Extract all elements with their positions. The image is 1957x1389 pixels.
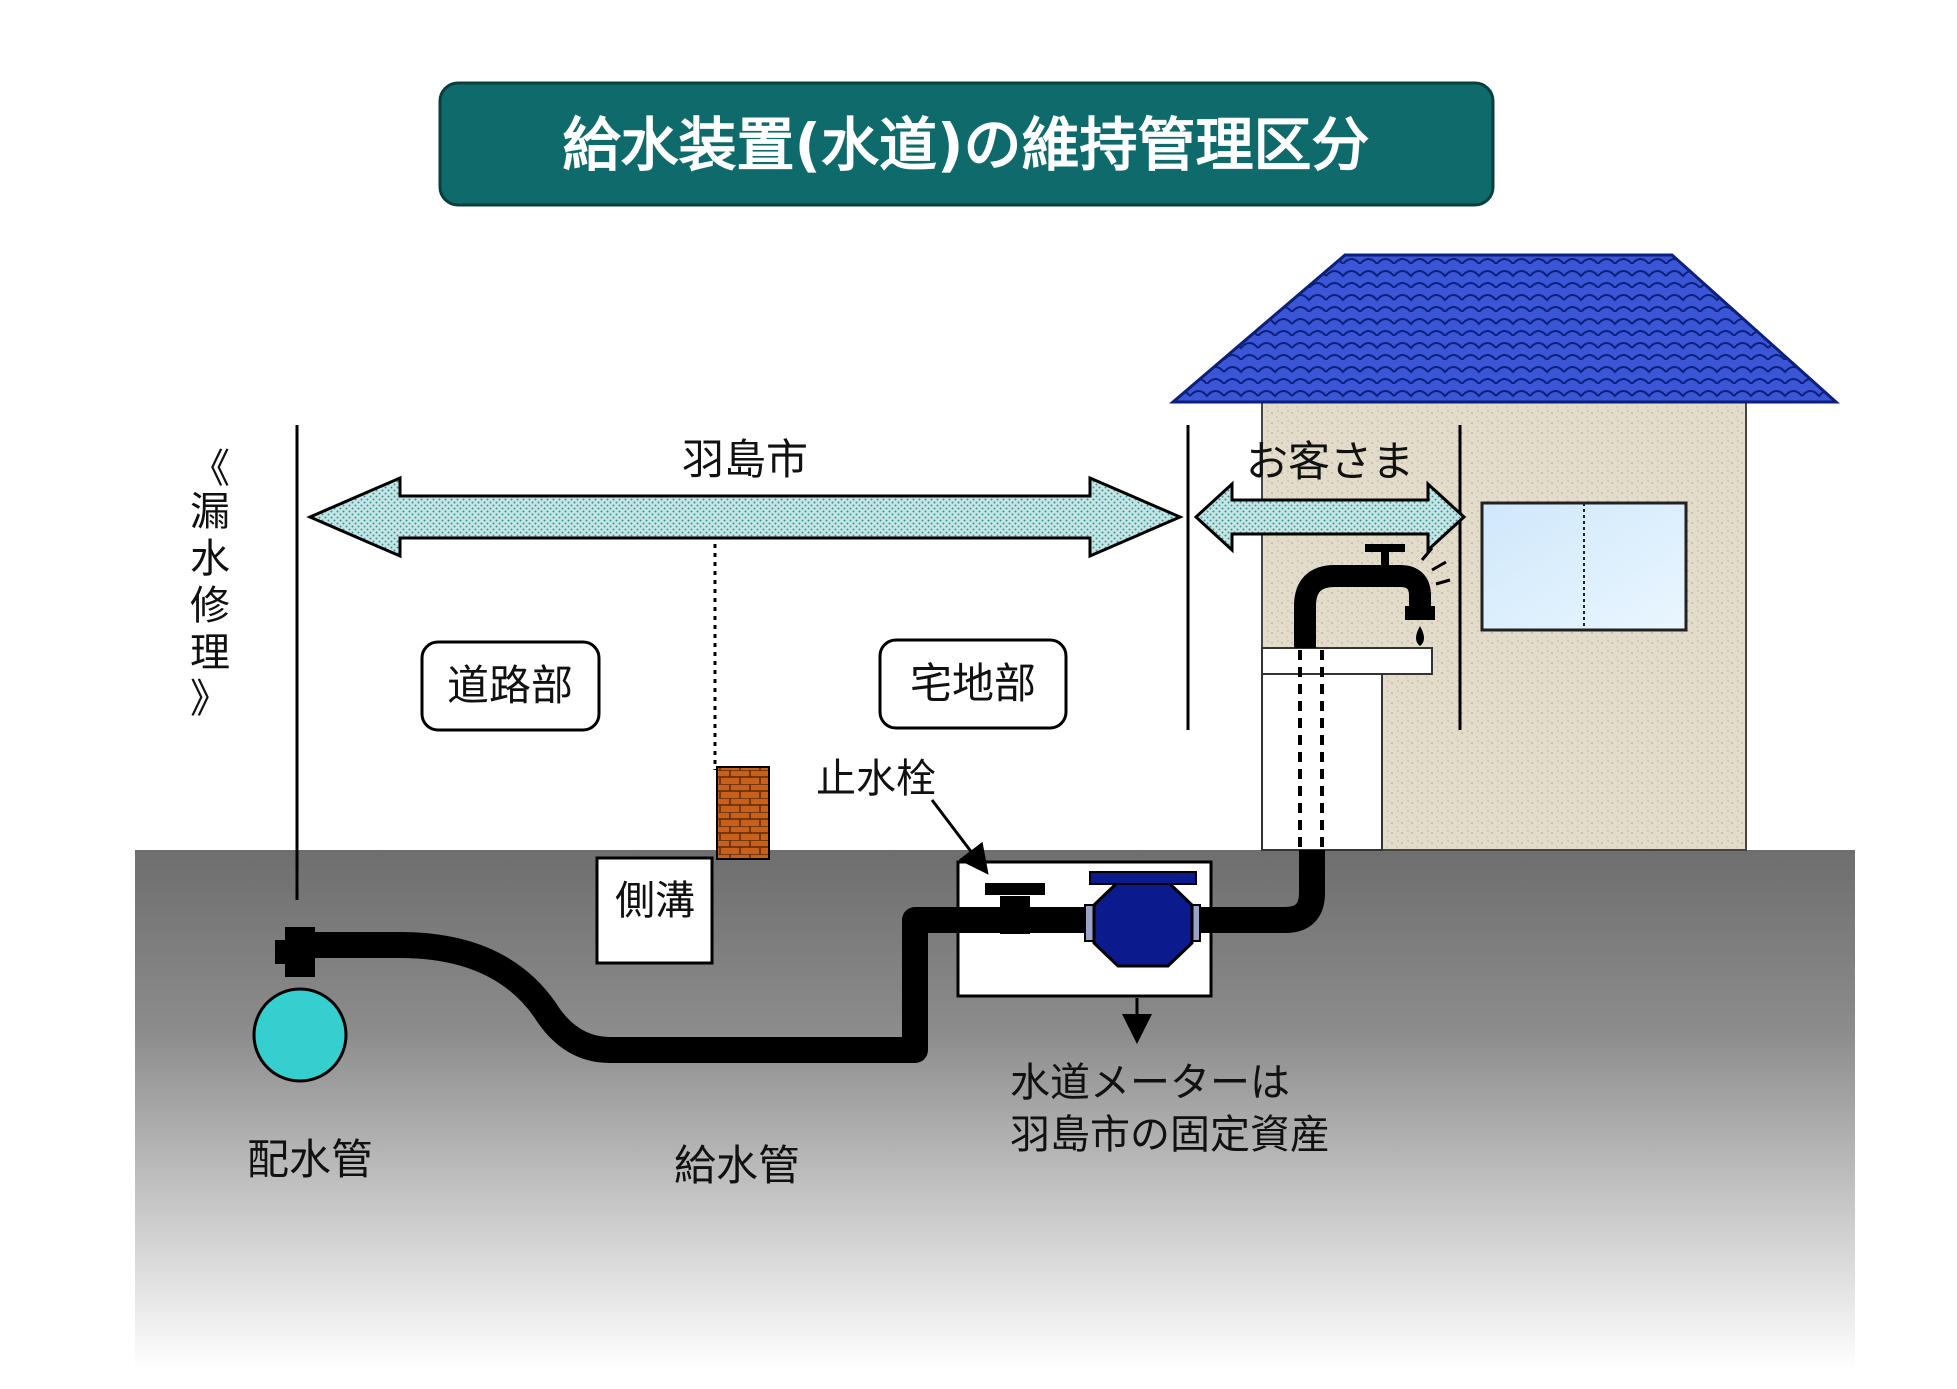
- side-note-char: 漏: [190, 489, 230, 535]
- service-pipe: [300, 907, 1090, 1063]
- meter-note-line-2: 羽島市の固定資産: [1010, 1112, 1330, 1158]
- side-note-char: 水: [190, 536, 230, 582]
- gutter-label: 側溝: [615, 878, 695, 924]
- side-note-char: 《: [190, 446, 230, 492]
- gutter: 側溝: [595, 856, 714, 965]
- page-title: 給水装置(水道)の維持管理区分: [562, 111, 1369, 179]
- leak-repair-note: 《 漏 水 修 理 》: [190, 446, 230, 722]
- distribution-pipe-icon: [252, 987, 348, 1083]
- stop-valve-pointer: [930, 799, 989, 875]
- window: [1480, 501, 1688, 632]
- city-responsibility-arrow: 羽島市: [306, 435, 1184, 559]
- customer-label: お客さま: [1246, 437, 1414, 486]
- water-meter-icon: [1084, 871, 1201, 968]
- road-zone-text: 道路部: [447, 661, 573, 710]
- stop-valve-label: 止水栓: [816, 756, 936, 802]
- residential-zone-text: 宅地部: [910, 659, 1036, 708]
- customer-responsibility-arrow: お客さま: [1193, 437, 1467, 554]
- residential-zone-label: 宅地部: [878, 638, 1068, 730]
- faucet-icon: [1294, 565, 1431, 648]
- city-label: 羽島市: [682, 435, 808, 484]
- stop-valve-icon: [985, 883, 1045, 934]
- side-note-char: 理: [190, 630, 230, 676]
- brick-wall: [716, 766, 770, 860]
- service-pipe-label: 給水管: [674, 1141, 800, 1190]
- sink-basin: [1261, 647, 1433, 675]
- side-note-char: 》: [190, 676, 230, 722]
- house: [1168, 253, 1840, 851]
- title-banner: 給水装置(水道)の維持管理区分: [438, 81, 1495, 207]
- main-pipe-tap: [285, 927, 315, 977]
- service-pipe-to-house: [1190, 850, 1325, 933]
- water-drop-icon: [1416, 626, 1424, 646]
- distribution-pipe-label: 配水管: [247, 1135, 373, 1184]
- side-note-char: 修: [190, 583, 230, 629]
- meter-note-line-1: 水道メーターは: [1010, 1060, 1290, 1106]
- house-roof: [1168, 253, 1840, 404]
- road-zone-label: 道路部: [420, 640, 601, 732]
